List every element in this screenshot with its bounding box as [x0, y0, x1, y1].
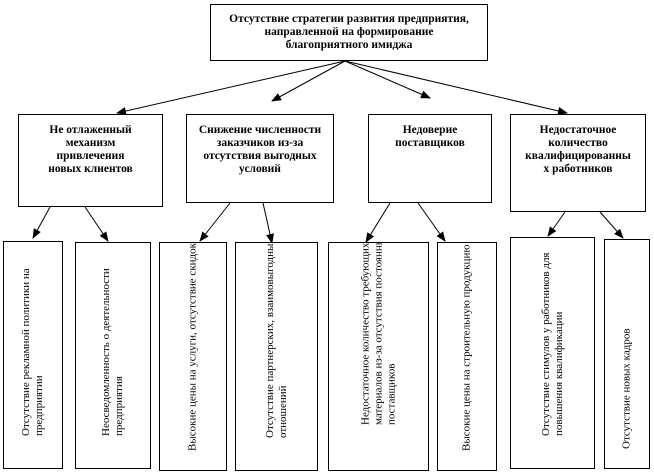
cause-label-3: Недоверие поставщиков [395, 124, 465, 149]
arrow-cause-2-to-effect-4 [262, 202, 274, 244]
cause-box-1: Не отлаженный механизм привлечения новых… [18, 114, 163, 207]
effect-label-5: Недостаточное количество требующихся мат… [359, 242, 397, 425]
cause-box-3: Недоверие поставщиков [368, 114, 492, 203]
arrow-cause-3-to-effect-6 [417, 202, 446, 242]
effect-label-3: Высокие цены на услуги, отсутствие скидо… [186, 243, 199, 451]
arrow-cause-4-to-effect-8 [599, 211, 624, 239]
effect-label-4: Отсутствие партнерских, взаимовыгодных о… [263, 242, 289, 438]
effect-label-7: Отсутствие стимулов у работников для пов… [539, 252, 565, 437]
effect-box-7: Отсутствие стимулов у работников для пов… [510, 237, 595, 469]
effect-box-5: Недостаточное количество требующихся мат… [328, 242, 429, 471]
cause-box-2: Снижение численности заказчиков из-за от… [186, 114, 334, 203]
root-problem-box: Отсутствие стратегии развития предприяти… [210, 4, 488, 61]
arrow-cause-4-to-effect-7 [547, 211, 566, 237]
root-problem-label: Отсутствие стратегии развития предприяти… [229, 13, 469, 51]
effect-label-2: Неосведомленность о деятельности предпри… [100, 268, 125, 436]
effect-box-3: Высокие цены на услуги, отсутствие скидо… [159, 242, 227, 471]
effect-box-8: Отсутствие новых кадров [604, 239, 650, 469]
cause-label-1: Не отлаженный механизм привлечения новых… [48, 124, 133, 175]
effect-box-4: Отсутствие партнерских, взаимовыгодных о… [235, 242, 318, 471]
effect-box-1: Отсутствие рекламной политики на предпри… [3, 241, 63, 469]
arrow-cause-1-to-effect-2 [84, 206, 109, 242]
arrow-root-to-cause-4 [344, 60, 568, 115]
arrow-cause-3-to-effect-5 [365, 202, 391, 243]
arrow-root-to-cause-1 [116, 60, 346, 115]
arrow-root-to-cause-2 [271, 60, 346, 102]
arrow-cause-2-to-effect-3 [199, 202, 231, 242]
cause-box-4: Недостаточное количество квалифицированн… [510, 114, 646, 212]
effect-box-2: Неосведомленность о деятельности предпри… [75, 242, 151, 469]
effect-label-8: Отсутствие новых кадров [620, 328, 633, 449]
arrow-root-to-cause-3 [344, 60, 431, 99]
cause-label-4: Недостаточное количество квалифицированн… [525, 124, 631, 175]
cause-label-2: Снижение численности заказчиков из-за от… [198, 124, 322, 175]
effect-label-1: Отсутствие рекламной политики на предпри… [20, 268, 45, 436]
effect-label-6: Высокие цены на строительную продукцию [460, 244, 473, 451]
effect-box-6: Высокие цены на строительную продукцию [437, 242, 497, 471]
arrow-cause-1-to-effect-1 [32, 206, 51, 239]
